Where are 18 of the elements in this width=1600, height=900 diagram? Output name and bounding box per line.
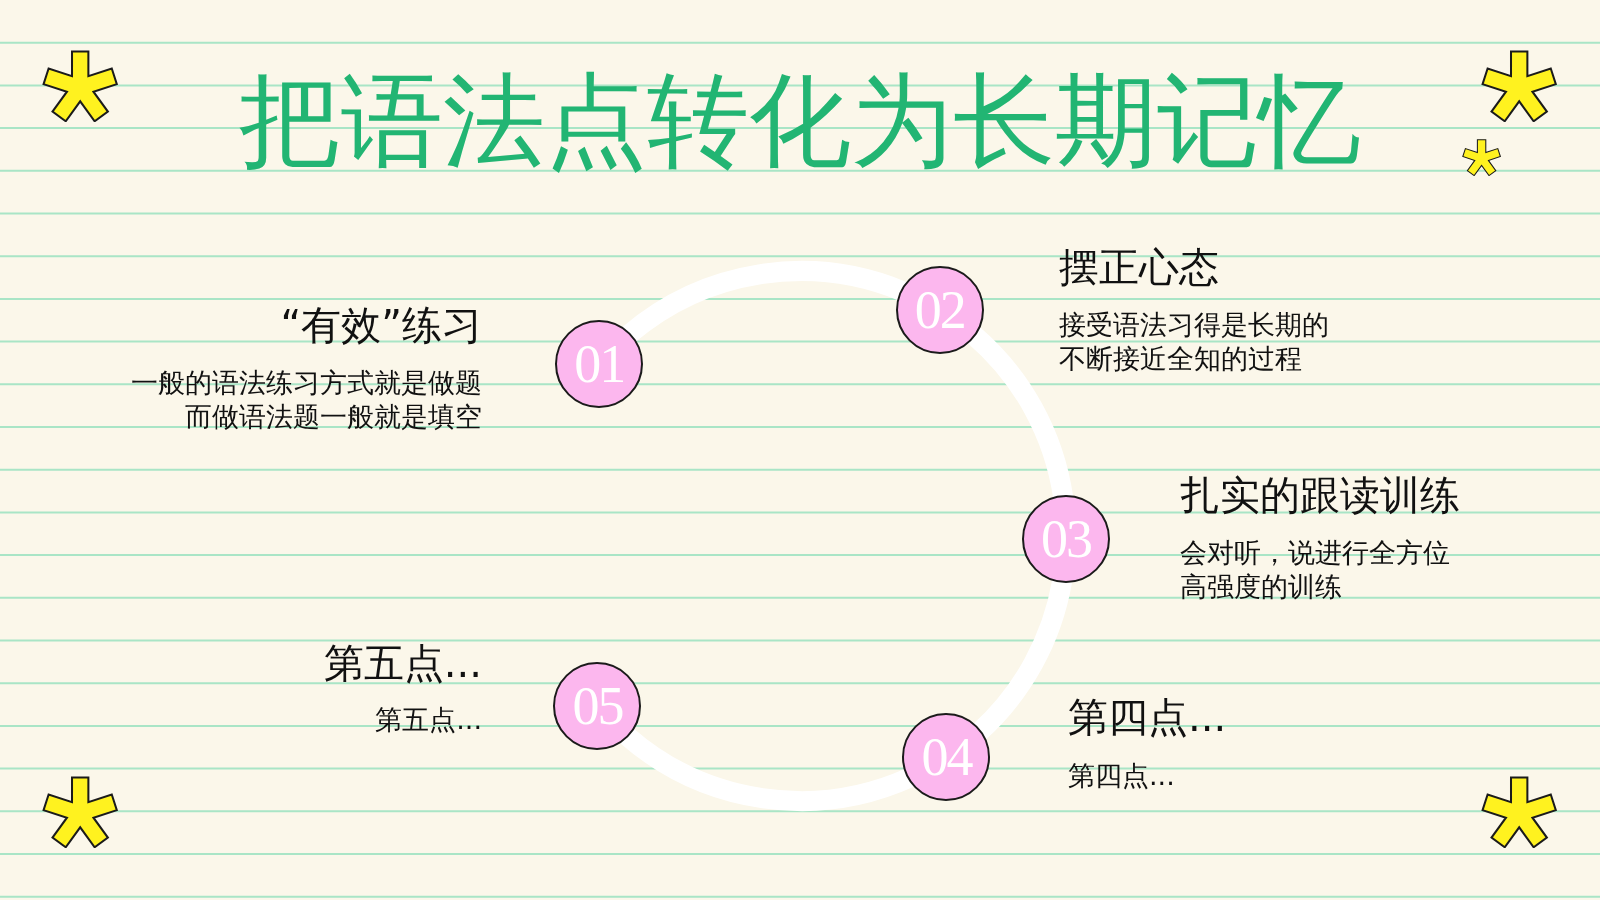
number-circle: 02 [895,266,984,355]
number-circle: 04 [902,713,991,802]
point-description: 一般的语法练习方式就是做题而做语法题一般就是填空 [130,366,482,434]
point-description: 会对听，说进行全方位高强度的训练 [1180,536,1451,604]
point-heading: “有效”练习 [280,301,482,349]
point-heading: 扎实的跟读训练 [1180,471,1460,519]
number-circle: 03 [1021,495,1110,584]
slide-title: 把语法点转化为长期记忆 [239,70,1361,172]
ring-arc [622,261,906,343]
number-circle: 05 [553,661,642,750]
point-description: 接受语法习得是长期的不断接近全知的过程 [1059,308,1330,376]
point-description: 第四点... [1068,759,1175,793]
number-circle: 01 [555,320,644,409]
point-heading: 摆正心态 [1059,243,1219,291]
point-description: 第五点... [375,703,482,737]
ring-arc [620,727,914,811]
point-heading: 第五点... [323,639,482,687]
point-heading: 第四点... [1068,693,1227,741]
